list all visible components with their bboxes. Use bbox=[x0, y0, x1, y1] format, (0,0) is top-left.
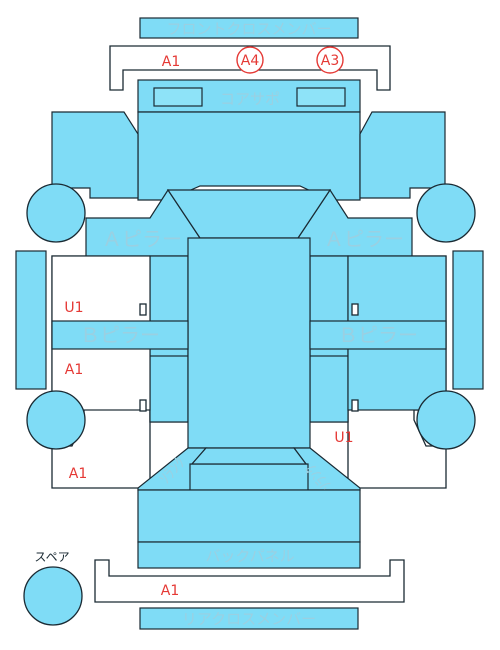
left-a1-code: A1 bbox=[65, 362, 83, 378]
trunk-lid[interactable] bbox=[189, 463, 309, 491]
rear-a1-code: A1 bbox=[161, 583, 179, 599]
right-front-fender[interactable] bbox=[359, 111, 446, 199]
core-support-lamp-right bbox=[296, 87, 346, 107]
back-panel-label: バックパネル bbox=[205, 547, 294, 565]
front-a4-circle bbox=[236, 46, 264, 74]
right-lower-marker bbox=[351, 399, 359, 412]
right-side-sill[interactable] bbox=[452, 250, 484, 390]
spare-label: スペア bbox=[34, 550, 69, 564]
hood-area[interactable] bbox=[137, 111, 361, 201]
rear-cross-member[interactable] bbox=[139, 607, 359, 630]
front-cross-member[interactable] bbox=[139, 17, 359, 39]
right-b-pillar-label: Ｂピラー bbox=[338, 323, 418, 347]
back-panel-upper[interactable] bbox=[137, 489, 361, 543]
spare-tire[interactable] bbox=[23, 566, 83, 626]
rear-a1-badge bbox=[156, 580, 184, 598]
core-support-lamp-left bbox=[153, 87, 203, 107]
right-upper-marker bbox=[351, 303, 359, 316]
right-front-wheel[interactable] bbox=[416, 183, 476, 243]
rear-bumper-outline bbox=[94, 559, 405, 603]
left-a-pillar-label: Ａピラー bbox=[102, 227, 182, 251]
right-rear-door[interactable] bbox=[309, 355, 349, 423]
left-b-pillar-label: Ｂピラー bbox=[80, 323, 160, 347]
right-rear-wheel[interactable] bbox=[416, 390, 476, 450]
right-b-pillar[interactable] bbox=[309, 320, 447, 350]
left-front-wheel[interactable] bbox=[26, 183, 86, 243]
front-a3-circle bbox=[316, 46, 344, 74]
left-u1-code: U1 bbox=[64, 300, 83, 316]
left-lower-a1-code: A1 bbox=[69, 466, 87, 482]
left-upper-marker bbox=[139, 303, 147, 316]
front-bumper-outline bbox=[109, 45, 391, 91]
trunk-lid-top bbox=[190, 447, 308, 465]
front-a3-code: A3 bbox=[321, 53, 339, 69]
right-u1-code: U1 bbox=[334, 430, 353, 446]
left-lower-marker bbox=[139, 399, 147, 412]
front-cross-member-label: フロントクロスメンバー bbox=[166, 20, 331, 38]
front-a1-badge bbox=[157, 51, 185, 69]
core-support-label: コアサポ bbox=[220, 90, 280, 108]
roof[interactable] bbox=[187, 237, 311, 449]
front-a4-code: A4 bbox=[241, 53, 260, 69]
left-side-sill[interactable] bbox=[15, 250, 47, 390]
back-panel[interactable] bbox=[137, 541, 361, 569]
left-rear-wheel[interactable] bbox=[26, 390, 86, 450]
left-b-pillar[interactable] bbox=[51, 320, 189, 350]
front-a1-code: A1 bbox=[162, 54, 180, 70]
right-a-pillar-label: Ａピラー bbox=[324, 227, 404, 251]
left-rear-door[interactable] bbox=[149, 355, 189, 423]
rear-cross-member-label: リアクロスメンバー bbox=[182, 610, 316, 628]
